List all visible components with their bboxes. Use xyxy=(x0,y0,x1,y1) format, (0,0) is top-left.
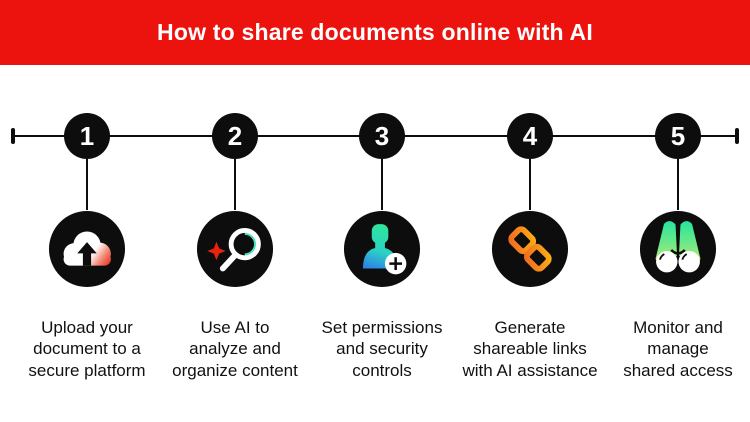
binoculars-icon xyxy=(639,210,717,288)
timeline-step-3: 3 Set perm xyxy=(302,113,462,381)
share-links-icon xyxy=(491,210,569,288)
step-number-badge: 1 xyxy=(64,113,110,159)
step-label: Monitor and manage shared access xyxy=(623,318,733,380)
step-connector-line xyxy=(529,159,531,210)
step-connector-line xyxy=(234,159,236,210)
step-label: Set permissions and security controls xyxy=(321,318,443,380)
title-banner: How to share documents online with AI xyxy=(0,0,750,65)
timeline-step-5: 5 xyxy=(598,113,750,381)
timeline-end-tick xyxy=(735,128,739,144)
step-number-badge: 4 xyxy=(507,113,553,159)
cloud-upload-icon xyxy=(48,210,126,288)
timeline-start-tick xyxy=(11,128,15,144)
timeline-step-2: 2 Use AI to analyze and organize content xyxy=(155,113,315,381)
step-connector-line xyxy=(677,159,679,210)
step-connector-line xyxy=(381,159,383,210)
timeline: 1 xyxy=(0,65,750,422)
step-number-badge: 2 xyxy=(212,113,258,159)
add-user-icon xyxy=(343,210,421,288)
step-label: Upload your document to a secure platfor… xyxy=(28,318,146,380)
timeline-step-1: 1 xyxy=(7,113,167,381)
step-connector-line xyxy=(86,159,88,210)
step-label: Generate shareable links with AI assista… xyxy=(462,318,598,380)
ai-search-icon xyxy=(196,210,274,288)
timeline-step-4: 4 Generate shareable links with AI assi xyxy=(450,113,610,381)
step-label: Use AI to analyze and organize content xyxy=(172,318,298,380)
step-number-badge: 5 xyxy=(655,113,701,159)
step-number-badge: 3 xyxy=(359,113,405,159)
page-title: How to share documents online with AI xyxy=(157,19,593,45)
